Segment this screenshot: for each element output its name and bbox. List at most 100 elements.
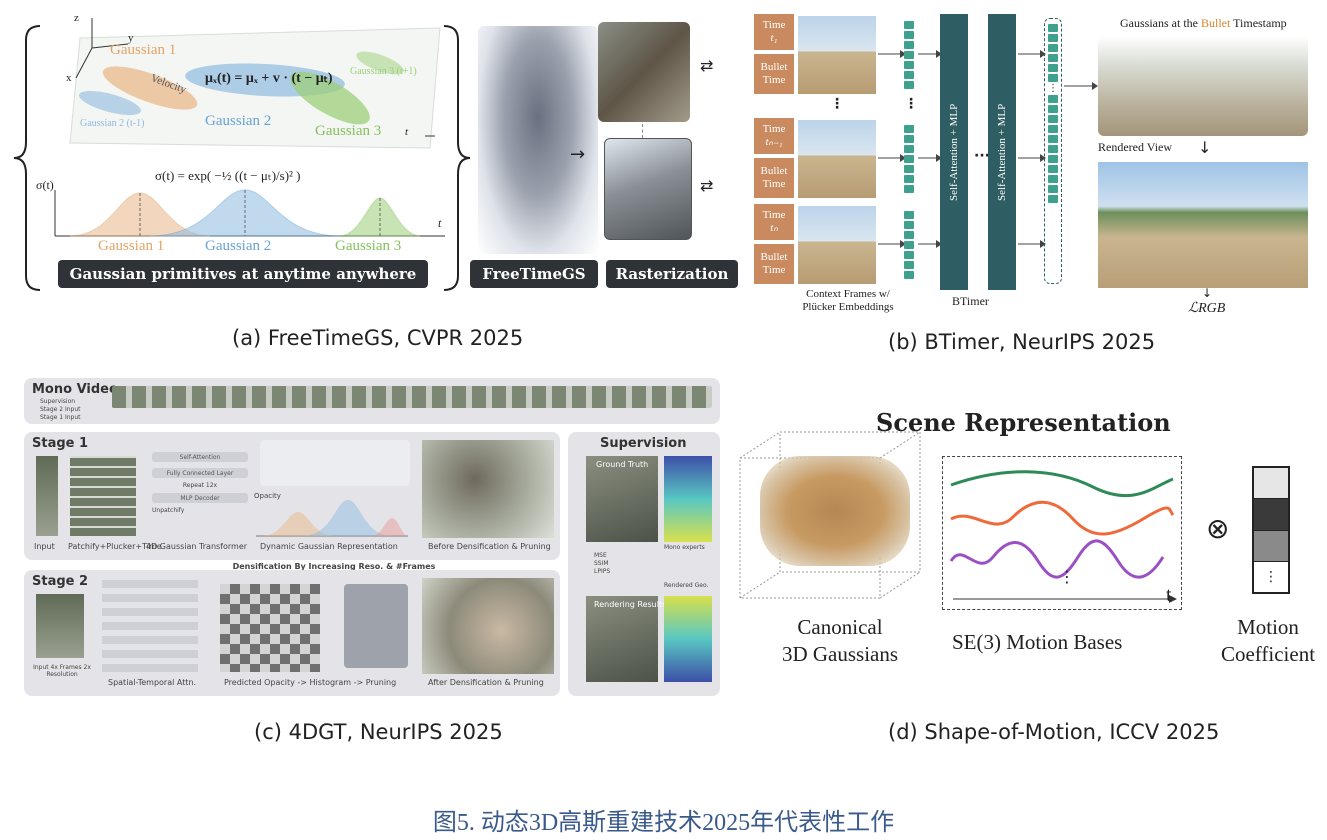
stage2-title: Stage 2 (32, 574, 89, 589)
time-box-2: Time tₙ₋₁ (754, 118, 794, 154)
gt-image (586, 456, 658, 542)
sigma-equation: σ(t) = exp( −½ ((t − μₜ)/s)² ) (155, 168, 301, 183)
right-arrow-icon: → (570, 144, 586, 165)
caption-d: (d) Shape-of-Motion, ICCV 2025 (888, 720, 1220, 744)
rendered-view-image (1098, 162, 1308, 288)
mono-video-strip: Mono Video Supervision Stage 2 Input Sta… (24, 378, 720, 424)
raster-divider (642, 124, 643, 138)
rasterization-label: Rasterization (606, 260, 738, 288)
self-attention-block-2: Self-Attention + MLP (988, 14, 1016, 290)
block-mlp-text: MLP Decoder (180, 494, 220, 502)
vertical-dots-1: ⋮ (830, 96, 844, 112)
coeff-dots: ⋮ (1264, 568, 1278, 585)
context-frame-1 (798, 16, 876, 94)
stage1-pointcloud (422, 440, 554, 538)
panel-d: Scene Representation Canonical 3D Gaussi… (730, 400, 1325, 700)
caption-b: (b) BTimer, NeurIPS 2025 (888, 330, 1156, 354)
caption-a: (a) FreeTimeGS, CVPR 2025 (232, 326, 524, 350)
s1-transformer-label: 4D Gaussian Transformer (146, 542, 248, 551)
vertical-dots-2: ⋮ (904, 96, 918, 112)
stage2-box: Stage 2 Input 4x Frames 2x Resolution Sp… (24, 570, 560, 696)
bullet-label-1: Bullet Time (760, 61, 788, 86)
loss-label: ℒRGB (1188, 301, 1226, 316)
motion-bases-curves (949, 470, 1177, 603)
s1-input-label: Input (34, 542, 55, 551)
context-frame-3 (798, 206, 876, 284)
freetimegs-label: FreeTimeGS (470, 260, 598, 288)
coeff-cell-1 (1254, 468, 1288, 500)
canonical-scene-image (760, 456, 910, 566)
coeff-cell-3 (1254, 530, 1288, 562)
block-self-attention-text: Self-Attention (179, 453, 221, 461)
stage2-histogram (344, 584, 408, 668)
swap-arrows-icon-bottom: ⇄ (700, 176, 714, 195)
stage1-opacity-plot (256, 500, 408, 537)
gaussians-title-post: Timestamp (1230, 16, 1287, 30)
block-mlp: MLP Decoder (152, 493, 248, 503)
gt-label: Ground Truth (596, 460, 649, 469)
gaussian-3-next-label: Gaussian 3 (t+1) (350, 66, 417, 77)
mean-equation: μₓ(t) = μₓ + v · (t − μₜ) (205, 71, 333, 86)
figure-caption: 图5. 动态3D高斯重建技术2025年代表性工作 (432, 810, 895, 836)
caption-c: (c) 4DGT, NeurIPS 2025 (254, 720, 503, 744)
to-sa-arrows (918, 50, 942, 248)
token-arrows (878, 50, 906, 248)
motion-dots: ⋮ (1059, 567, 1075, 586)
gaussians-bullet-image (1098, 36, 1308, 136)
canonical-label-line2: 3D Gaussians (781, 642, 899, 667)
stage2-opacity-grid (220, 584, 320, 672)
btimer-label: BTimer (952, 294, 989, 308)
block-self-attention: Self-Attention (152, 452, 248, 462)
block-fc: Fully Connected Layer (152, 468, 248, 478)
render-geo-image (664, 596, 712, 682)
sigma-plot (54, 189, 445, 237)
time-label-3: Time (762, 209, 786, 222)
s2-input-label: Input 4x Frames 2x Resolution (33, 664, 91, 678)
canonical-label: Canonical 3D Gaussians (760, 614, 920, 669)
mono-experts-label: Mono experts (664, 544, 705, 551)
motion-t-label: t (1166, 584, 1172, 606)
block-fc-text: Fully Connected Layer (166, 469, 234, 477)
mono-video-frames (112, 386, 712, 408)
block-unpatchify: Unpatchify (152, 507, 248, 514)
loss-mse: MSE (594, 552, 607, 559)
time-label-1: Time (762, 19, 786, 32)
loss-arrow-icon: ↓ (1202, 286, 1213, 300)
stage1-title: Stage 1 (32, 436, 89, 451)
stage2-attn (102, 580, 198, 672)
legend-stage1: Stage 1 Input (40, 414, 81, 421)
stage2-pointcloud (422, 578, 554, 674)
s1-dynamic-label: Dynamic Gaussian Representation (260, 542, 398, 551)
raster-image-bottom (604, 138, 692, 240)
gaussians-title-bullet: Bullet (1200, 16, 1231, 30)
curve-gaussian-3: Gaussian 3 (335, 238, 402, 254)
loss-lpips: LPIPS (594, 568, 611, 575)
time-box-3: Time tₙ (754, 204, 794, 240)
stage1-input-image (36, 456, 58, 536)
freetimegs-figure (478, 26, 598, 254)
right-brace-icon (443, 25, 471, 291)
render-label: Rendering Results (594, 600, 667, 609)
coefficient-label: Motion Coefficient (1208, 614, 1327, 669)
sigma-axis-label: σ(t) (36, 178, 54, 192)
s1-before-label: Before Densification & Pruning (428, 542, 551, 551)
mono-expert-image (664, 456, 712, 542)
sa-label-1: Self-Attention + MLP (948, 103, 960, 201)
panel-a: z y x Gaussian 1 Gaussian 2 Gaussian 3 G… (10, 8, 740, 308)
token-column-1 (904, 20, 914, 90)
context-frame-2 (798, 120, 876, 198)
bullet-box-1: Bullet Time (754, 54, 794, 94)
curve-gaussian-2: Gaussian 2 (205, 238, 272, 254)
bullet-label-3: Bullet Time (760, 251, 788, 276)
stage1-transformer: Self-Attention Fully Connected Layer Rep… (152, 446, 248, 542)
legend-supervision: Supervision (40, 398, 76, 405)
freetimegs-label-text: FreeTimeGS (482, 265, 586, 283)
token-column-3 (904, 210, 914, 280)
coefficient-label-line1: Motion (1237, 615, 1299, 639)
rendered-view-label: Rendered View (1098, 140, 1173, 154)
sigma-t-label: t (438, 216, 442, 230)
s2-pruning-label: Predicted Opacity -> Histogram -> Prunin… (224, 678, 397, 687)
stage2-input-image (36, 594, 84, 658)
bullet-label-2: Bullet Time (760, 165, 788, 190)
self-attention-block-1: Self-Attention + MLP (940, 14, 968, 290)
